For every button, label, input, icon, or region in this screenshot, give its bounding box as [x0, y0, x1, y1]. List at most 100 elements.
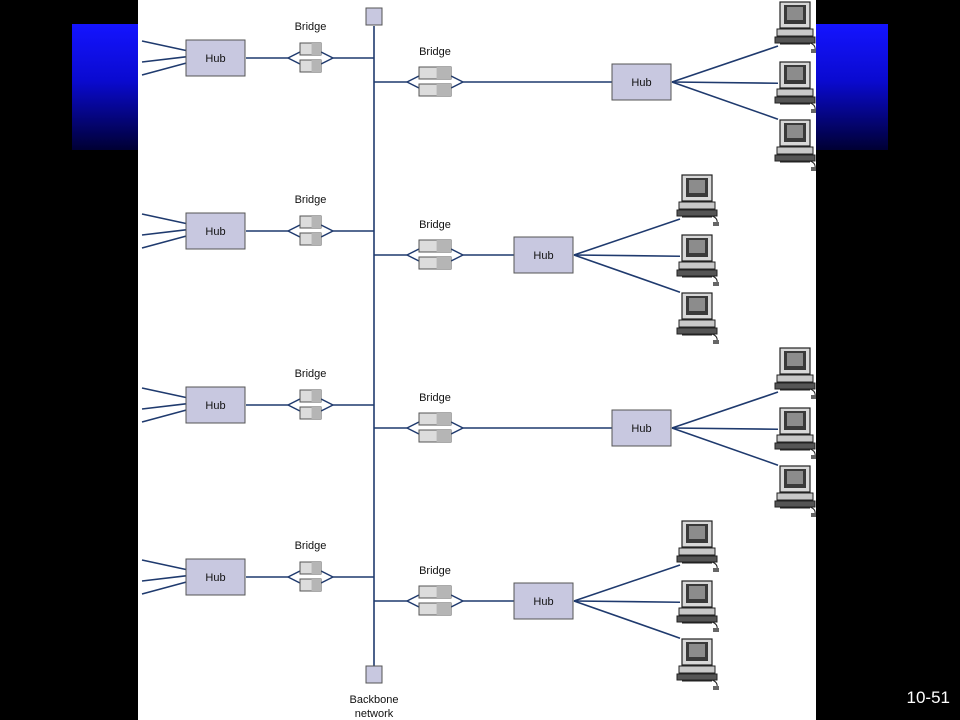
slide-number: 10-51 — [906, 688, 950, 707]
backbone-label: Backbone — [350, 694, 399, 706]
hub-box — [185, 212, 246, 250]
bridge-port-shade — [436, 586, 451, 598]
hub-box — [611, 63, 672, 101]
bridge-port-shade — [436, 67, 451, 79]
right-segment — [374, 564, 681, 639]
system-unit — [776, 88, 814, 97]
hub-box — [513, 236, 574, 274]
bridge-port-shade — [436, 257, 451, 269]
hub-link — [141, 40, 187, 52]
monitor-glare — [787, 7, 803, 20]
right-bridge: Bridge — [406, 46, 464, 97]
left-bridge: Bridge — [287, 540, 334, 592]
mouse — [811, 167, 816, 171]
left-segment — [141, 40, 374, 76]
terminator-block-bottom — [365, 665, 383, 684]
left-bridge: Bridge — [287, 21, 334, 73]
mouse-cable — [711, 679, 718, 688]
bridge-label: Bridge — [295, 194, 327, 206]
mouse — [811, 395, 816, 399]
mouse — [811, 455, 816, 459]
monitor-glare — [787, 413, 803, 426]
bridge-port-shade — [311, 43, 321, 55]
mouse — [713, 282, 719, 286]
bridge-label: Bridge — [419, 392, 451, 404]
hub-link — [141, 56, 187, 63]
system-unit — [678, 201, 716, 210]
bridge-label: Bridge — [419, 219, 451, 231]
computer-link — [671, 81, 779, 85]
mouse — [811, 49, 816, 53]
mouse-cable — [711, 275, 718, 284]
keyboard — [774, 154, 816, 162]
bridge-port-shade — [311, 216, 321, 228]
left-hub: Hub — [185, 558, 246, 596]
right-hub: Hub — [513, 582, 574, 620]
bridge-port-shade — [311, 562, 321, 574]
system-unit — [776, 146, 814, 155]
hub-box — [185, 558, 246, 596]
bridge-port-shade — [436, 603, 451, 615]
bridge-port-shade — [436, 430, 451, 442]
right-hub: Hub — [611, 63, 672, 101]
hub-label: Hub — [533, 596, 553, 608]
computer-icon — [676, 520, 719, 572]
right-segment — [374, 391, 779, 466]
system-unit — [678, 665, 716, 674]
hub-label: Hub — [205, 400, 225, 412]
system-unit — [776, 28, 814, 37]
computer-icon — [676, 638, 719, 690]
mouse — [811, 109, 816, 113]
hub-link — [141, 62, 187, 76]
monitor-glare — [689, 180, 705, 193]
bridge-label: Bridge — [295, 368, 327, 380]
right-hub: Hub — [513, 236, 574, 274]
computer-link — [671, 427, 779, 466]
keyboard — [676, 673, 718, 681]
left-bridge: Bridge — [287, 368, 334, 420]
computer-icon — [774, 119, 816, 171]
mouse-cable — [711, 215, 718, 224]
computer-link — [671, 427, 779, 431]
mouse — [811, 513, 816, 517]
keyboard — [774, 500, 816, 508]
computer-link — [671, 45, 779, 83]
bridge-port-shade — [311, 60, 321, 72]
system-unit — [776, 492, 814, 501]
mouse-cable — [809, 448, 816, 457]
right-bridge: Bridge — [406, 565, 464, 616]
terminator-block-top — [365, 7, 383, 26]
monitor-glare — [787, 125, 803, 138]
mouse-cable — [809, 388, 816, 397]
keyboard — [676, 269, 718, 277]
monitor-glare — [689, 298, 705, 311]
left-hub: Hub — [185, 212, 246, 250]
computer-icon — [676, 580, 719, 632]
computer-link — [573, 600, 681, 639]
bridge-port-shade — [436, 240, 451, 252]
monitor-glare — [787, 353, 803, 366]
mouse — [713, 628, 719, 632]
monitor-glare — [689, 586, 705, 599]
computer-icon — [676, 234, 719, 286]
system-unit — [678, 319, 716, 328]
hub-link — [141, 229, 187, 236]
header-band-left — [72, 24, 142, 150]
mouse — [713, 340, 719, 344]
monitor-glare — [689, 526, 705, 539]
computer-link — [671, 81, 779, 120]
computer-link — [573, 564, 681, 602]
monitor-glare — [689, 644, 705, 657]
hub-label: Hub — [205, 53, 225, 65]
system-unit — [776, 374, 814, 383]
system-unit — [776, 434, 814, 443]
computer-link — [573, 600, 681, 604]
hub-link — [141, 409, 187, 423]
bridge-port-shade — [311, 579, 321, 591]
computer-icon — [774, 61, 816, 113]
right-segment — [374, 45, 779, 120]
hub-label: Hub — [205, 572, 225, 584]
keyboard — [676, 555, 718, 563]
mouse-cable — [711, 333, 718, 342]
